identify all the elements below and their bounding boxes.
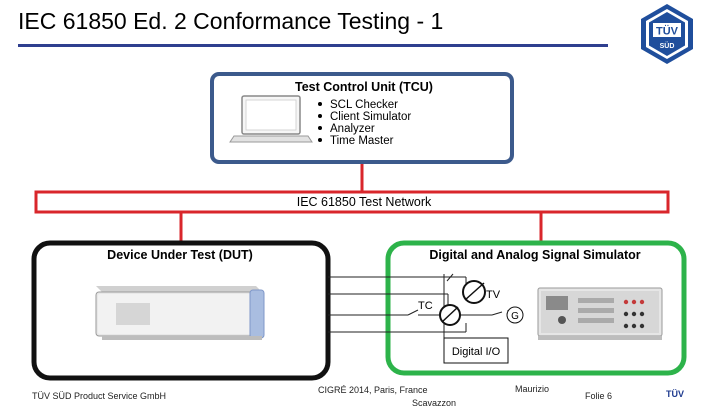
digital-io-label: Digital I/O: [452, 346, 501, 358]
tcu-title: Test Control Unit (TCU): [295, 80, 433, 94]
tcu-box: Test Control Unit (TCU) SCL Checker Clie…: [210, 72, 514, 164]
current-transformer-icon: [439, 304, 461, 326]
tcu-item: Analyzer: [330, 123, 375, 135]
voltage-transformer-icon: [462, 280, 486, 304]
footer-author-first: Maurizio: [515, 384, 550, 394]
digital-io-box: Digital I/O: [443, 337, 509, 364]
tcu-item: Client Simulator: [330, 111, 411, 123]
footer-author-last: Scavazzon: [412, 398, 457, 408]
title-underline: [18, 44, 608, 47]
logo-text: TÜV: [656, 25, 679, 38]
generator-icon: G: [506, 306, 524, 324]
tuv-logo-icon: TÜV SÜD: [641, 4, 693, 64]
footer-company: TÜV SÜD Product Service GmbH: [32, 391, 167, 401]
device-icon: [95, 286, 265, 340]
dut-box: Device Under Test (DUT): [31, 240, 331, 381]
footer-page-number: Folie 6: [585, 391, 613, 401]
generator-label: G: [511, 311, 519, 322]
footer-event: CIGRÉ 2014, Paris, France: [318, 385, 428, 395]
network-bar: IEC 61850 Test Network: [34, 190, 670, 214]
laptop-icon: [229, 95, 313, 143]
logo-subtext: SÜD: [660, 41, 675, 50]
simulator-box: Digital and Analog Signal Simulator T: [328, 240, 687, 376]
slide-title: IEC 61850 Ed. 2 Conformance Testing - 1: [18, 8, 444, 34]
network-label: IEC 61850 Test Network: [297, 195, 432, 209]
tv-label: TV: [486, 289, 501, 301]
tcu-feature-list: SCL Checker Client Simulator Analyzer Ti…: [318, 99, 411, 147]
footer-logo: TÜV: [666, 389, 684, 399]
dut-title: Device Under Test (DUT): [107, 248, 253, 262]
simulator-title: Digital and Analog Signal Simulator: [429, 248, 640, 262]
tcu-item: Time Master: [330, 135, 394, 147]
tc-label: TC: [418, 300, 433, 312]
test-set-icon: [537, 287, 663, 340]
tcu-item: SCL Checker: [330, 99, 398, 111]
